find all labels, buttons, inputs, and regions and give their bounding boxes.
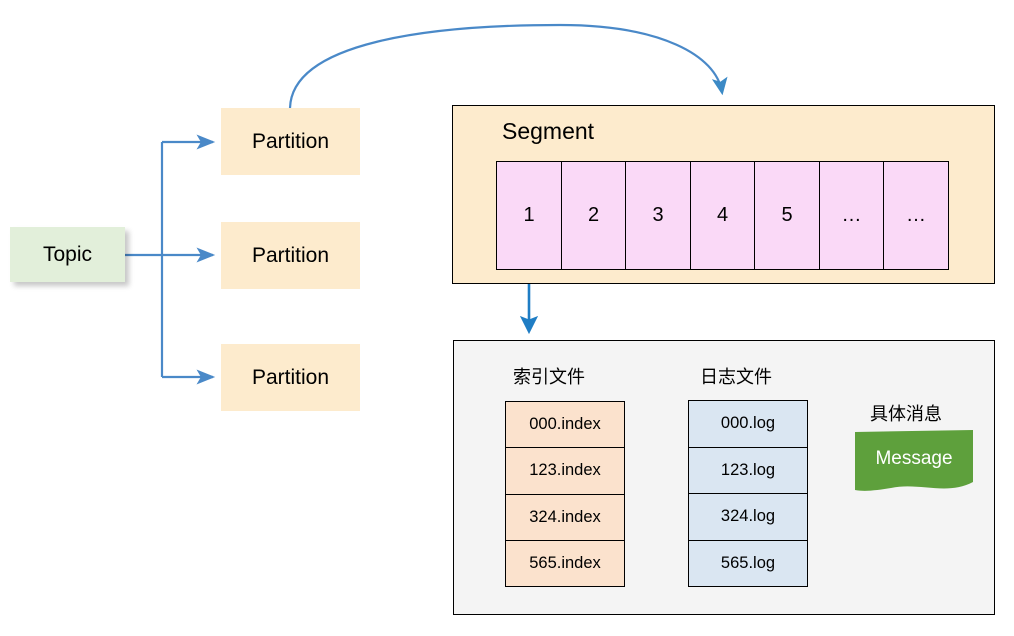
log-file-stack: 000.log 123.log 324.log 565.log [688,400,808,587]
segment-cell[interactable]: 3 [625,161,691,270]
connector-topic-to-partitions [125,134,216,385]
segment-box[interactable]: Segment 1 2 3 4 5 … … [452,105,995,284]
message-text: Message [875,448,953,469]
log-files-label: 日志文件 [700,367,772,388]
topic-label: Topic [42,242,93,266]
index-file-row[interactable]: 565.index [506,540,624,586]
segment-cell[interactable]: … [883,161,949,270]
segment-cell-row: 1 2 3 4 5 … … [496,161,949,270]
segment-cell[interactable]: 5 [754,161,820,270]
index-file-row[interactable]: 000.index [506,402,624,449]
segment-cell[interactable]: 2 [560,161,627,270]
segment-cell[interactable]: 1 [496,161,562,270]
segment-cell[interactable]: 4 [689,161,756,270]
index-file-row[interactable]: 123.index [506,448,624,495]
log-file-row[interactable]: 324.log [689,494,807,541]
topic-box[interactable]: Topic [10,227,125,282]
connector-partition-to-segment [288,23,728,109]
partition-label: Partition [251,129,330,153]
partition-box-1[interactable]: Partition [221,108,360,175]
message-banner-shape [855,430,973,491]
segment-cell[interactable]: … [818,161,885,270]
log-file-row[interactable]: 123.log [689,447,807,494]
partition-label: Partition [251,243,330,267]
message-label-cn: 具体消息 [870,404,942,425]
partition-box-3[interactable]: Partition [221,344,360,411]
log-file-row[interactable]: 565.log [689,540,807,586]
segment-title: Segment [502,118,595,144]
partition-label: Partition [251,365,330,389]
index-files-label: 索引文件 [513,367,585,388]
log-file-row[interactable]: 000.log [689,401,807,448]
index-file-stack: 000.index 123.index 324.index 565.index [505,401,625,587]
index-file-row[interactable]: 324.index [506,494,624,541]
message-banner[interactable]: Message [855,430,973,496]
partition-box-2[interactable]: Partition [221,222,360,289]
